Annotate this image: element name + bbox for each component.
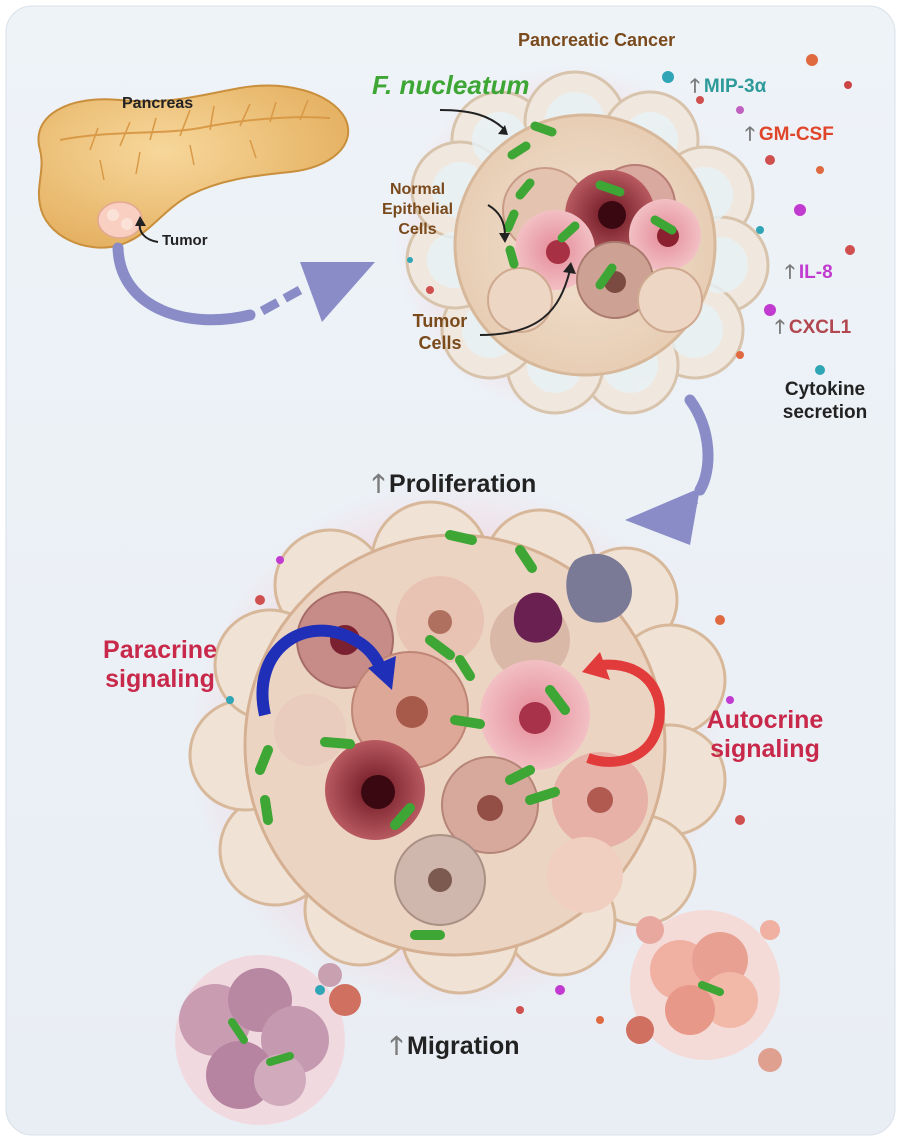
cytokine-il8: 🡑IL-8 [785, 262, 833, 283]
pancreas-label: Pancreas [122, 95, 194, 112]
bacteria-group-top [503, 121, 677, 290]
bacteria-group-bottom [255, 530, 570, 940]
cytokine-particles [226, 54, 855, 1024]
f-nucleatum-label: F. nucleatum [372, 70, 530, 100]
pancreatic-cancer-cluster [395, 65, 770, 415]
pancreatic-cancer-label: Pancreatic Cancer [518, 30, 676, 50]
proliferation-label: 🡑Proliferation [372, 470, 537, 498]
migration-label: 🡑Migration [390, 1032, 520, 1060]
cytokine-gm-csf: 🡑GM-CSF [745, 124, 834, 145]
cytokine-mip3a: 🡑MIP-3α [690, 76, 767, 97]
cytokine-cxcl1: 🡑CXCL1 [775, 317, 852, 338]
migrating-cluster-left [175, 955, 361, 1125]
tumor-label: Tumor [162, 232, 208, 249]
